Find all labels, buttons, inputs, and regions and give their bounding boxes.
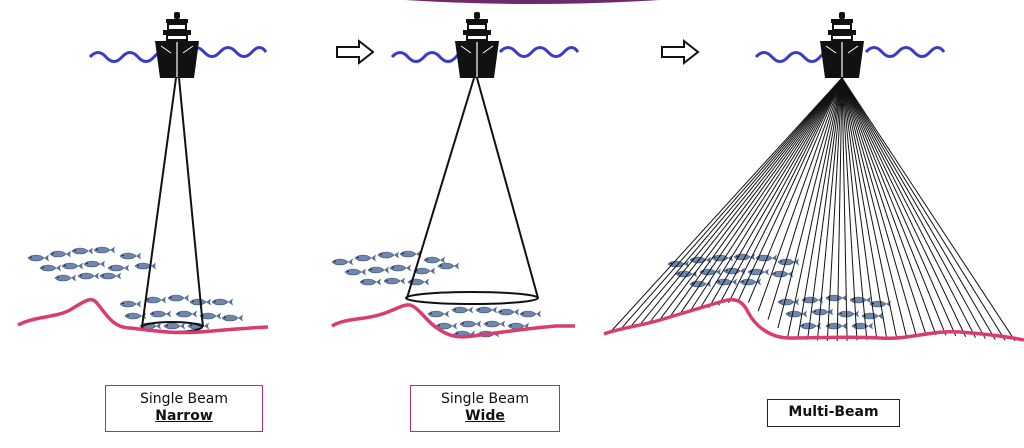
beam-line xyxy=(688,77,843,314)
beam-line xyxy=(841,77,897,337)
beam-line xyxy=(658,77,843,321)
arrow-right-icon xyxy=(336,40,374,64)
beam-line xyxy=(841,77,927,336)
beam-cone xyxy=(406,77,539,299)
beam-line xyxy=(797,77,843,339)
arrow-right-icon xyxy=(661,40,699,64)
beam-line xyxy=(816,77,843,341)
label-line1: Single Beam xyxy=(140,391,228,407)
beam-line xyxy=(841,77,858,341)
beam-cone xyxy=(141,77,204,328)
beam-line xyxy=(841,77,937,336)
beam-line xyxy=(639,77,843,326)
water-surface xyxy=(754,46,946,63)
label-multi-beam: Multi-Beam xyxy=(767,399,900,427)
beam-line xyxy=(718,77,843,306)
beam-line xyxy=(841,77,1016,342)
beam-line xyxy=(841,77,976,338)
beam-line xyxy=(841,77,907,337)
beam-line xyxy=(841,77,878,339)
beam-line xyxy=(787,77,843,337)
beam-line xyxy=(841,77,957,337)
top-bar xyxy=(405,0,660,4)
beam-line xyxy=(777,77,843,329)
label-line2: Narrow xyxy=(155,408,213,424)
label-single-beam-narrow: Single Beam Narrow xyxy=(105,385,263,432)
seafloor xyxy=(331,303,575,339)
panel-wide xyxy=(331,11,580,339)
seafloor xyxy=(17,297,269,335)
beam-line xyxy=(841,77,996,340)
beam-line xyxy=(629,77,843,328)
ship-icon xyxy=(154,11,200,79)
beam-line xyxy=(836,77,843,342)
ship-icon xyxy=(819,11,865,79)
beam-line xyxy=(678,77,843,316)
beam-line xyxy=(841,77,888,338)
beam-line xyxy=(708,77,843,309)
beam-line xyxy=(841,77,986,339)
beam-line xyxy=(737,77,843,301)
beam-line xyxy=(747,77,843,303)
beam-line xyxy=(841,77,868,340)
label-line1: Single Beam xyxy=(441,391,529,407)
label-line2: Wide xyxy=(465,408,505,424)
label-single-beam-wide: Single Beam Wide xyxy=(410,385,560,432)
label-line2: Multi-Beam xyxy=(788,404,879,420)
beam-line xyxy=(841,77,1006,341)
beam-line xyxy=(619,77,843,331)
beam-line xyxy=(728,77,843,304)
beam-line xyxy=(826,77,843,341)
beam-line xyxy=(841,77,947,336)
beam-line xyxy=(649,77,843,323)
beam-line xyxy=(841,77,917,336)
beam-fan xyxy=(609,77,1016,342)
beam-line xyxy=(841,77,848,341)
panel-narrow xyxy=(17,11,269,335)
water-surface xyxy=(88,46,268,63)
panel-multi-beam xyxy=(603,11,1024,342)
beam-line xyxy=(668,77,843,318)
beam-line xyxy=(609,77,843,333)
beam-line xyxy=(767,77,843,320)
beam-footprint xyxy=(405,291,539,305)
beam-line xyxy=(841,77,967,337)
beam-line xyxy=(757,77,843,312)
seafloor xyxy=(603,298,1024,342)
beam-line xyxy=(807,77,843,340)
beam-line xyxy=(698,77,843,311)
ship-icon xyxy=(454,11,500,79)
fish-school xyxy=(27,246,244,330)
